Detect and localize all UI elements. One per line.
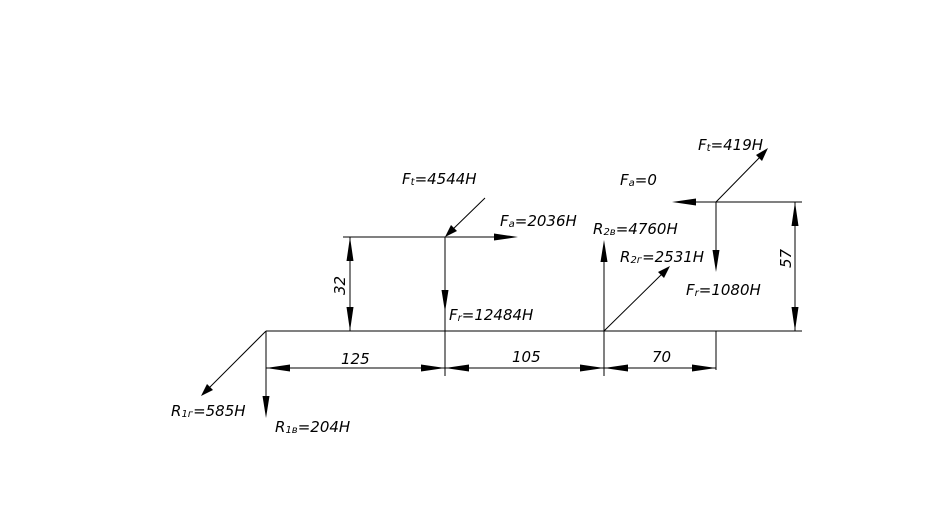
fa-gear-arrowhead — [494, 233, 518, 241]
dimension-label-105: 105 — [512, 348, 541, 366]
label-r1g: R1г=585H — [171, 402, 246, 420]
r1g-arrowhead — [201, 384, 213, 396]
dimension-label-70: 70 — [652, 348, 671, 366]
r2v-arrowhead — [600, 240, 608, 262]
label-r2v: R2в=4760H — [593, 220, 678, 238]
ft-gear-arrowhead — [445, 225, 457, 237]
r2g-arrow-line — [603, 271, 665, 332]
r1v-arrowhead — [262, 396, 270, 418]
dim-70-arrow-left — [604, 364, 628, 372]
dimension-label-125: 125 — [341, 350, 370, 368]
label-ft-gear: Ft=4544H — [402, 170, 477, 188]
dim-105-arrow-right — [580, 364, 604, 372]
fa-end-arrowhead — [672, 198, 696, 206]
dim-32-arrow-top — [346, 237, 354, 261]
label-fr-end: Fr=1080H — [686, 281, 761, 299]
ft-end-arrowhead — [756, 148, 768, 161]
r1g-arrow-line — [207, 330, 267, 390]
fr-end-arrowhead — [712, 250, 720, 272]
dim-125-arrow-right — [421, 364, 445, 372]
label-ft-end: Ft=419H — [698, 136, 763, 154]
dim-70-arrow-right — [692, 364, 716, 372]
ft-gear-arrow-line — [448, 197, 486, 234]
dim-57-arrow-top — [791, 202, 799, 226]
label-r1v: R1в=204H — [275, 418, 350, 436]
r2g-arrowhead — [658, 266, 670, 278]
dimension-label-32: 32 — [331, 276, 349, 295]
dim-57-arrow-bottom — [791, 307, 799, 331]
label-r2g: R2г=2531H — [620, 248, 704, 266]
dim-32-arrow-bottom — [346, 307, 354, 331]
label-fa-gear: Fa=2036H — [500, 212, 577, 230]
fr-gear-arrowhead — [441, 290, 449, 312]
dimension-label-57: 57 — [777, 248, 795, 268]
ft-end-arrow-line — [715, 154, 763, 203]
label-fr-gear: Fr=12484H — [449, 306, 533, 324]
dim-105-arrow-left — [445, 364, 469, 372]
dim-125-arrow-left — [266, 364, 290, 372]
label-fa-end: Fa=0 — [620, 171, 657, 189]
